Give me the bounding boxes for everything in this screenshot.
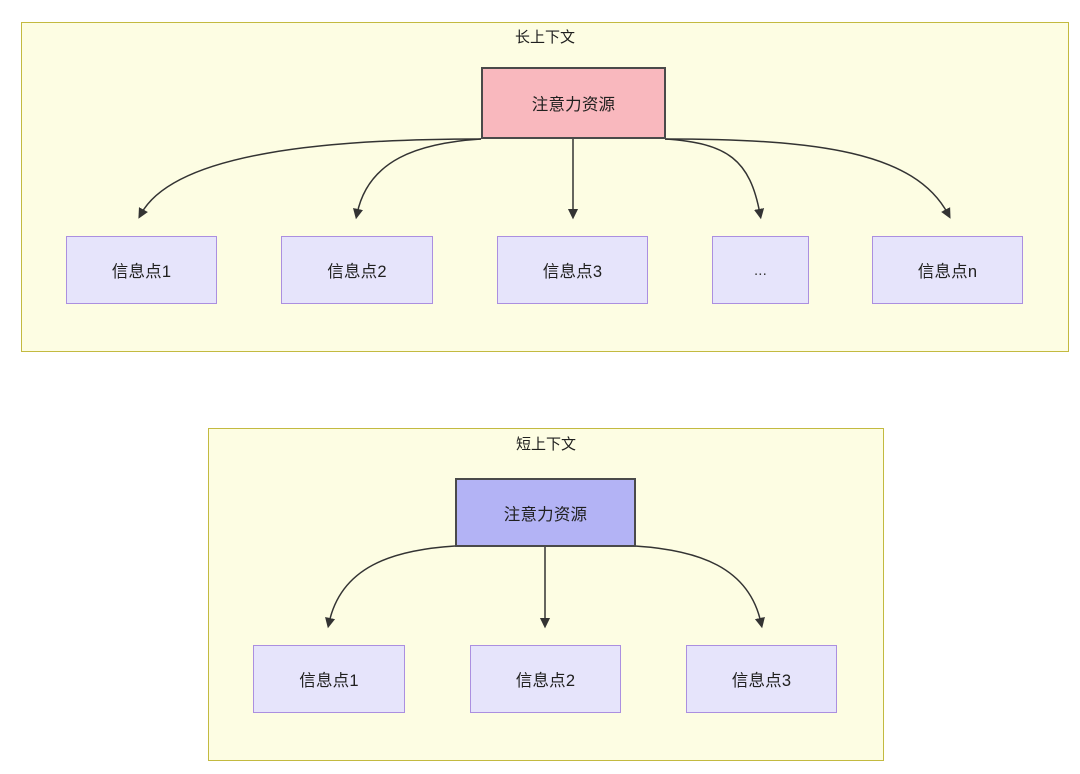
node-info-point-2-short[interactable]: 信息点2 — [470, 645, 621, 713]
node-label: 注意力资源 — [531, 96, 616, 114]
group-title-long-context: 长上下文 — [514, 29, 575, 46]
group-title-short-context: 短上下文 — [515, 436, 576, 453]
node-label: 信息点1 — [299, 672, 359, 690]
node-info-point-1-short[interactable]: 信息点1 — [253, 645, 405, 713]
node-info-point-n-long[interactable]: 信息点n — [872, 236, 1023, 304]
node-label: ... — [753, 261, 768, 279]
node-label: 信息点2 — [327, 263, 387, 281]
node-label: 信息点2 — [515, 672, 576, 690]
node-label: 信息点1 — [111, 263, 172, 281]
node-label: 注意力资源 — [503, 505, 588, 524]
node-info-point-2-long[interactable]: 信息点2 — [281, 236, 433, 304]
node-label: 信息点3 — [731, 672, 792, 690]
node-info-point-1-long[interactable]: 信息点1 — [66, 236, 217, 304]
node-info-point-3-short[interactable]: 信息点3 — [686, 645, 837, 713]
node-label: 信息点3 — [542, 263, 603, 281]
node-attention-resource-short[interactable]: 注意力资源 — [455, 478, 636, 547]
node-label: 信息点n — [917, 263, 978, 281]
node-info-point-ellipsis-long[interactable]: ... — [712, 236, 809, 304]
node-info-point-3-long[interactable]: 信息点3 — [497, 236, 648, 304]
node-attention-resource-long[interactable]: 注意力资源 — [481, 67, 666, 139]
